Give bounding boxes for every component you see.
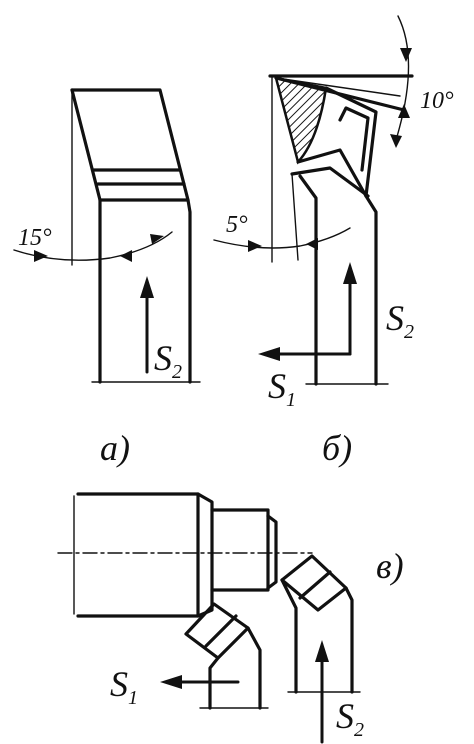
feed-symbol-v-horizontal: S (110, 664, 128, 704)
feed-arrow-b-vertical (343, 262, 357, 356)
feed-arrow-v-horizontal (160, 675, 240, 689)
feed-symbol-v-vertical: S (336, 696, 354, 736)
feed-label-v-horizontal: S1 (110, 664, 138, 709)
feed-index-v-horizontal: 1 (128, 687, 138, 709)
figure-b: 10° 5° S2 S1 б) (213, 15, 454, 468)
feed-label-b-horizontal: S1 (268, 366, 296, 411)
feed-index-b-horizontal: 1 (286, 389, 296, 411)
angle-arc-a (13, 231, 173, 262)
tool-b-body (268, 74, 414, 386)
flank-line-b (291, 173, 299, 261)
angle-arc-b-side (213, 227, 351, 252)
feed-index-a: 2 (172, 361, 182, 383)
figure-a: 15° S2 а) (13, 88, 201, 468)
feed-symbol-b-horizontal: S (268, 366, 286, 406)
workpiece (73, 492, 278, 618)
feed-label-a: S2 (154, 338, 182, 383)
feed-label-v-vertical: S2 (336, 696, 364, 741)
caption-v: в) (376, 546, 404, 586)
feed-label-b-vertical: S2 (386, 298, 414, 343)
angle-label-b-side: 5° (226, 212, 248, 238)
angle-label-b-main: 10° (420, 88, 454, 114)
angle-arc-b-main (390, 15, 412, 148)
feed-arrow-v-vertical (315, 640, 329, 744)
angle-label-a: 15° (18, 225, 52, 251)
caption-b: б) (322, 428, 352, 468)
feed-symbol-a: S (154, 338, 172, 378)
feed-index-v-vertical: 2 (354, 719, 364, 741)
feed-arrow-b-horizontal (258, 347, 352, 361)
feed-symbol-b-vertical: S (386, 298, 404, 338)
feed-index-b-vertical: 2 (404, 321, 414, 343)
tool-right (280, 554, 361, 694)
figure-v: S1 S2 в) (57, 492, 404, 744)
tool-a-body (70, 88, 201, 384)
caption-a: а) (100, 428, 130, 468)
hatched-rake-face (274, 76, 328, 165)
feed-arrow-a (140, 276, 154, 374)
tool-left (184, 602, 269, 710)
